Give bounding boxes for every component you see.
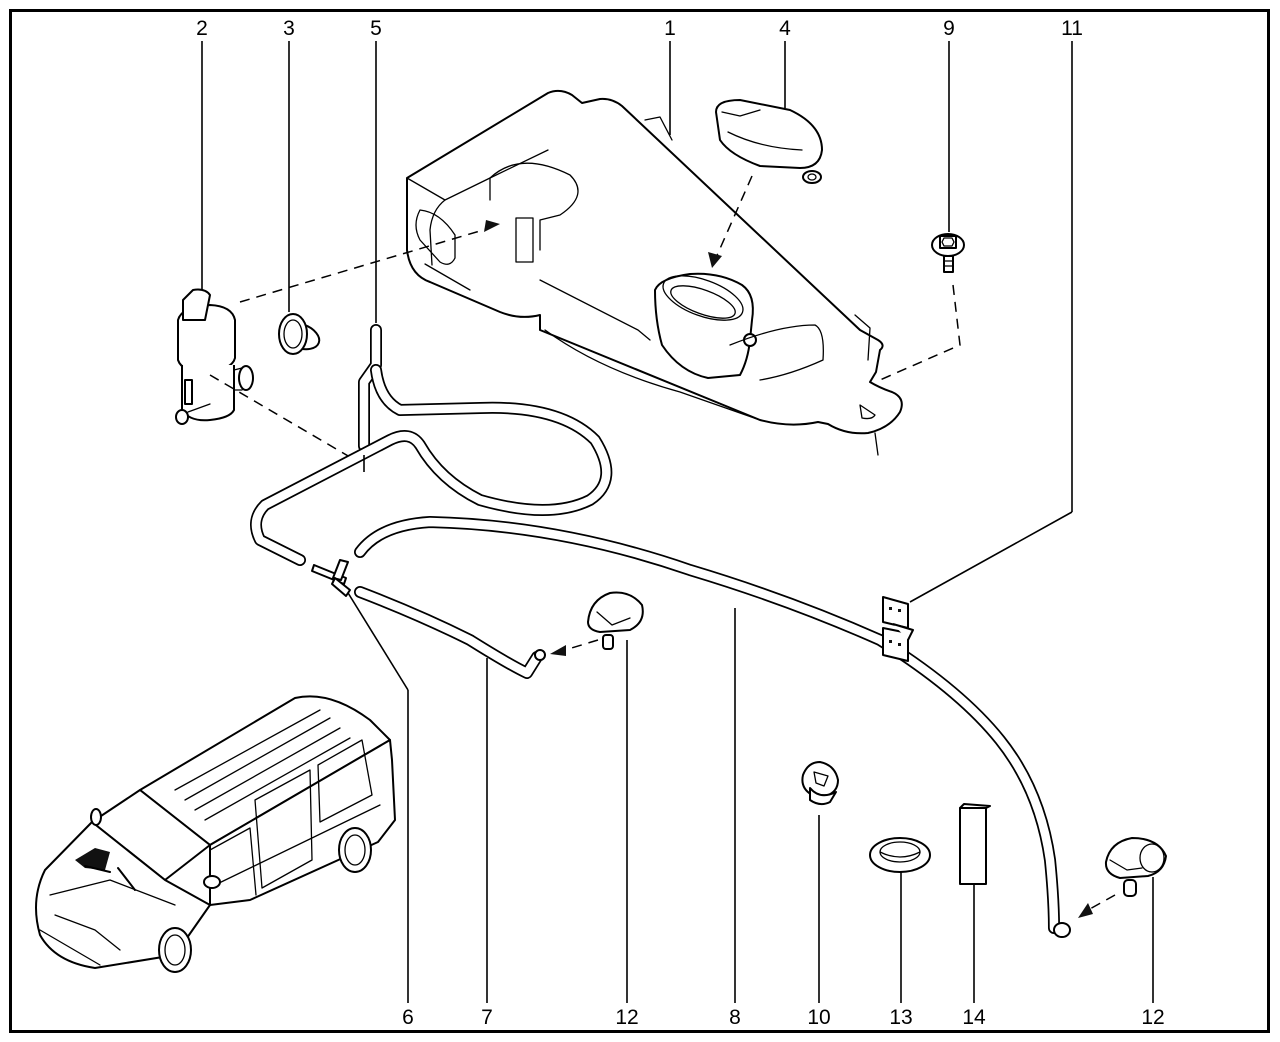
- callout-14[interactable]: 14: [962, 885, 986, 1029]
- jet-left-assembly-line: [564, 639, 599, 651]
- mounting-bolt[interactable]: [931, 233, 965, 273]
- callout-label: 6: [402, 1006, 414, 1029]
- vehicle-locator: [35, 695, 396, 973]
- callout-label: 13: [889, 1006, 912, 1029]
- callout-12-left[interactable]: 12: [615, 640, 639, 1029]
- callout-8[interactable]: 8: [729, 608, 741, 1029]
- callout-label: 14: [962, 1006, 986, 1029]
- callout-label: 10: [807, 1006, 830, 1029]
- pump-assembly-line: [239, 227, 491, 303]
- jet-right-arrow-icon: [1078, 903, 1093, 918]
- callout-10[interactable]: 10: [807, 815, 831, 1029]
- callout-label: 8: [729, 1006, 741, 1029]
- cap-assembly-line: [714, 175, 753, 261]
- callout-label: 7: [481, 1006, 493, 1029]
- cap-arrow-icon: [708, 252, 722, 268]
- t-connector[interactable]: [311, 559, 351, 597]
- jet-right-assembly-line: [1087, 894, 1116, 911]
- hose-clip-bracket[interactable]: [882, 596, 914, 662]
- callout-label: 4: [779, 17, 791, 40]
- pump-hose-line: [209, 374, 356, 461]
- washer-reservoir[interactable]: [406, 89, 903, 456]
- callout-2[interactable]: 2: [196, 17, 208, 290]
- bolt-assembly-line: [879, 284, 961, 381]
- grommet[interactable]: [869, 837, 931, 873]
- callout-label: 3: [283, 17, 295, 40]
- callout-13[interactable]: 13: [889, 870, 913, 1029]
- callout-label: 12: [615, 1006, 638, 1029]
- callout-label: 12: [1141, 1006, 1164, 1029]
- callout-label: 9: [943, 17, 955, 40]
- callout-6[interactable]: 6: [344, 587, 414, 1029]
- foam-pad[interactable]: [959, 803, 991, 885]
- washer-pump[interactable]: [175, 288, 254, 425]
- pump-grommet[interactable]: [277, 313, 323, 355]
- callout-9[interactable]: 9: [943, 17, 955, 232]
- callout-4[interactable]: 4: [779, 17, 791, 108]
- washer-jet-left[interactable]: [587, 591, 644, 650]
- right-jet-hose[interactable]: [354, 516, 1071, 938]
- reservoir-cap[interactable]: [715, 99, 823, 184]
- callout-label: 1: [664, 17, 676, 40]
- callout-1[interactable]: 1: [664, 17, 676, 135]
- left-jet-hose[interactable]: [354, 586, 546, 679]
- callout-label: 5: [370, 17, 382, 40]
- callout-3[interactable]: 3: [283, 17, 295, 312]
- washer-jet-right[interactable]: [1104, 837, 1167, 897]
- jet-left-arrow-icon: [550, 645, 566, 656]
- hose-clip[interactable]: [801, 761, 839, 806]
- diagram-frame: [9, 9, 1270, 1033]
- callout-label: 2: [196, 17, 208, 40]
- callout-label: 11: [1061, 17, 1083, 40]
- pump-arrow-icon: [484, 220, 500, 232]
- callout-5[interactable]: 5: [370, 17, 382, 323]
- callout-7[interactable]: 7: [481, 658, 493, 1029]
- callout-11[interactable]: 11: [909, 17, 1083, 603]
- filler-hose[interactable]: [250, 324, 613, 566]
- callout-12-right[interactable]: 12: [1141, 877, 1165, 1029]
